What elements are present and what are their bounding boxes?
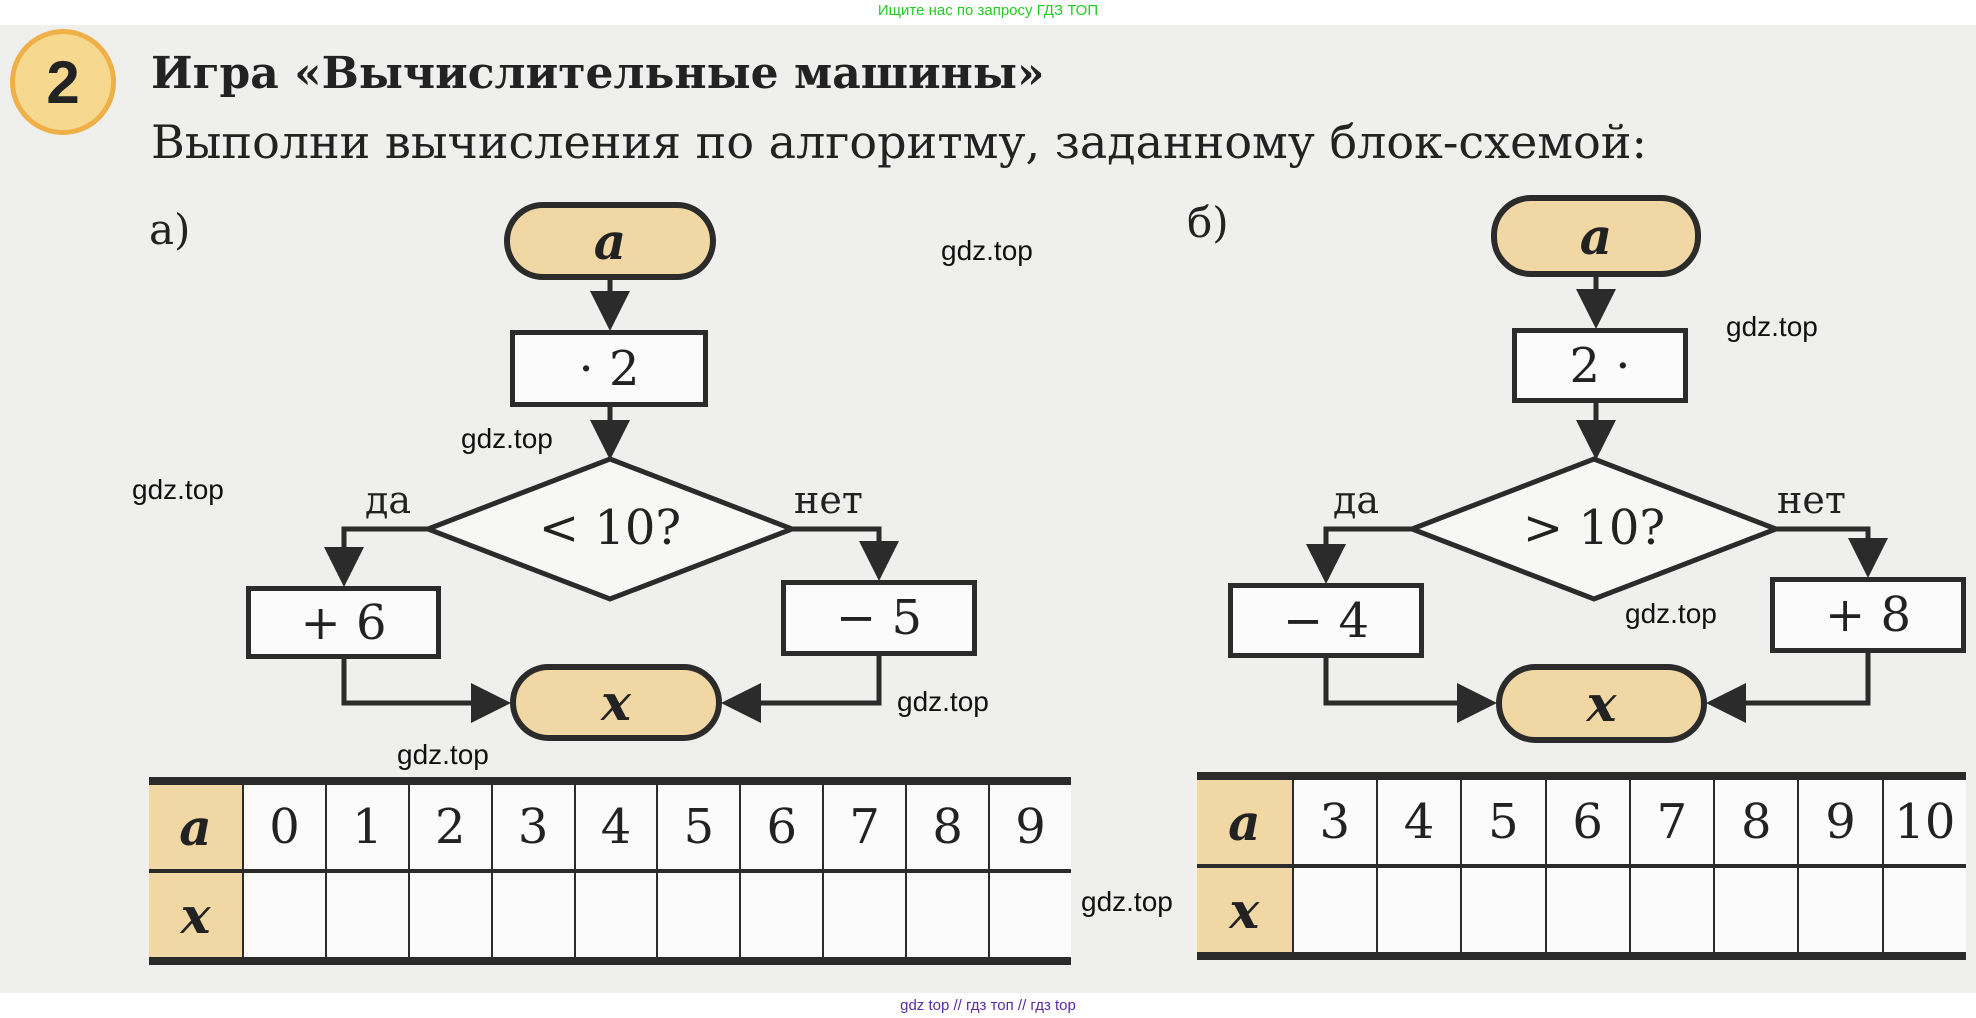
value-cell: 2 [407,780,493,873]
value-cell: 7 [822,780,908,873]
no-operation-a: − 5 [781,580,977,656]
table-row-x-answers: x [149,870,1071,962]
yes-operation-b: − 4 [1228,583,1424,658]
watermark: gdz.top [897,686,989,717]
no-label-a: нет [794,478,863,522]
answer-cell[interactable] [1291,865,1378,957]
task-instruction: Выполни вычисления по алгоритму, заданно… [151,115,1647,169]
answer-cell[interactable] [656,870,742,962]
watermark: gdz.top [1081,886,1173,917]
task-number-badge: 2 [10,29,116,135]
answer-cell[interactable] [324,870,410,962]
value-cell: 9 [988,780,1071,873]
table-row-x-answers: x [1197,865,1966,957]
value-cell: 5 [656,780,742,873]
part-b-label: б) [1187,198,1229,247]
answer-cell[interactable] [822,870,908,962]
watermark: gdz.top [397,739,489,770]
operation-block-a: · 2 [510,330,708,407]
answer-cell[interactable] [490,870,576,962]
start-block-b: a [1491,195,1701,277]
answer-cell[interactable] [1797,865,1884,957]
yes-label-b: да [1333,478,1380,522]
value-cell: 4 [1375,775,1463,868]
row-label-x: x [149,870,245,962]
footer-links[interactable]: gdz top // гдз топ // гдз top [0,993,1976,1018]
value-cell: 3 [490,780,576,873]
value-cell: 7 [1628,775,1716,868]
answer-cell[interactable] [1713,865,1800,957]
value-cell: 8 [1713,775,1800,868]
table-row-a-values: a 0 1 2 3 4 5 6 7 8 9 [149,780,1071,873]
answer-cell[interactable] [242,870,327,962]
condition-b: > 10? [1522,500,1666,556]
value-cell: 9 [1797,775,1884,868]
watermark: gdz.top [1625,598,1717,629]
answer-cell[interactable] [1375,865,1463,957]
watermark: gdz.top [132,474,224,505]
table-a: a 0 1 2 3 4 5 6 7 8 9 x [149,777,1071,965]
answer-cell[interactable] [1544,865,1631,957]
answer-cell[interactable] [1628,865,1716,957]
value-cell: 4 [573,780,659,873]
answer-cell[interactable] [407,870,493,962]
operation-block-b: 2 · [1512,328,1688,403]
answer-cell[interactable] [1881,865,1966,957]
value-cell: 8 [905,780,991,873]
watermark: gdz.top [461,423,553,454]
answer-cell[interactable] [573,870,659,962]
decision-diamond-a [421,456,799,602]
watermark: gdz.top [941,235,1033,266]
value-cell: 6 [1544,775,1631,868]
yes-label-a: да [365,478,412,522]
no-label-b: нет [1777,478,1846,522]
task-title: Игра «Вычислительные машины» [151,48,1045,99]
value-cell: 5 [1460,775,1547,868]
row-label-a: a [149,780,245,873]
condition-a: < 10? [538,500,682,556]
value-cell: 3 [1291,775,1378,868]
no-operation-b: + 8 [1770,577,1966,653]
yes-operation-a: + 6 [246,586,441,659]
watermark: gdz.top [1726,311,1818,342]
search-banner[interactable]: Ищите нас по запросу ГДЗ ТОП [877,2,1099,19]
row-label-a: a [1197,775,1294,868]
answer-cell[interactable] [905,870,991,962]
answer-cell[interactable] [739,870,825,962]
answer-cell[interactable] [988,870,1071,962]
start-block-a: a [504,202,716,280]
answer-cell[interactable] [1460,865,1547,957]
table-row-a-values: a 3 4 5 6 7 8 9 10 [1197,775,1966,868]
value-cell: 6 [739,780,825,873]
end-block-b: x [1496,664,1707,743]
value-cell: 10 [1881,775,1966,868]
part-a-label: а) [149,205,191,254]
value-cell: 1 [324,780,410,873]
table-b: a 3 4 5 6 7 8 9 10 x [1197,772,1966,960]
value-cell: 0 [242,780,327,873]
decision-diamond-b [1405,456,1783,602]
row-label-x: x [1197,865,1294,957]
end-block-a: x [510,664,722,741]
